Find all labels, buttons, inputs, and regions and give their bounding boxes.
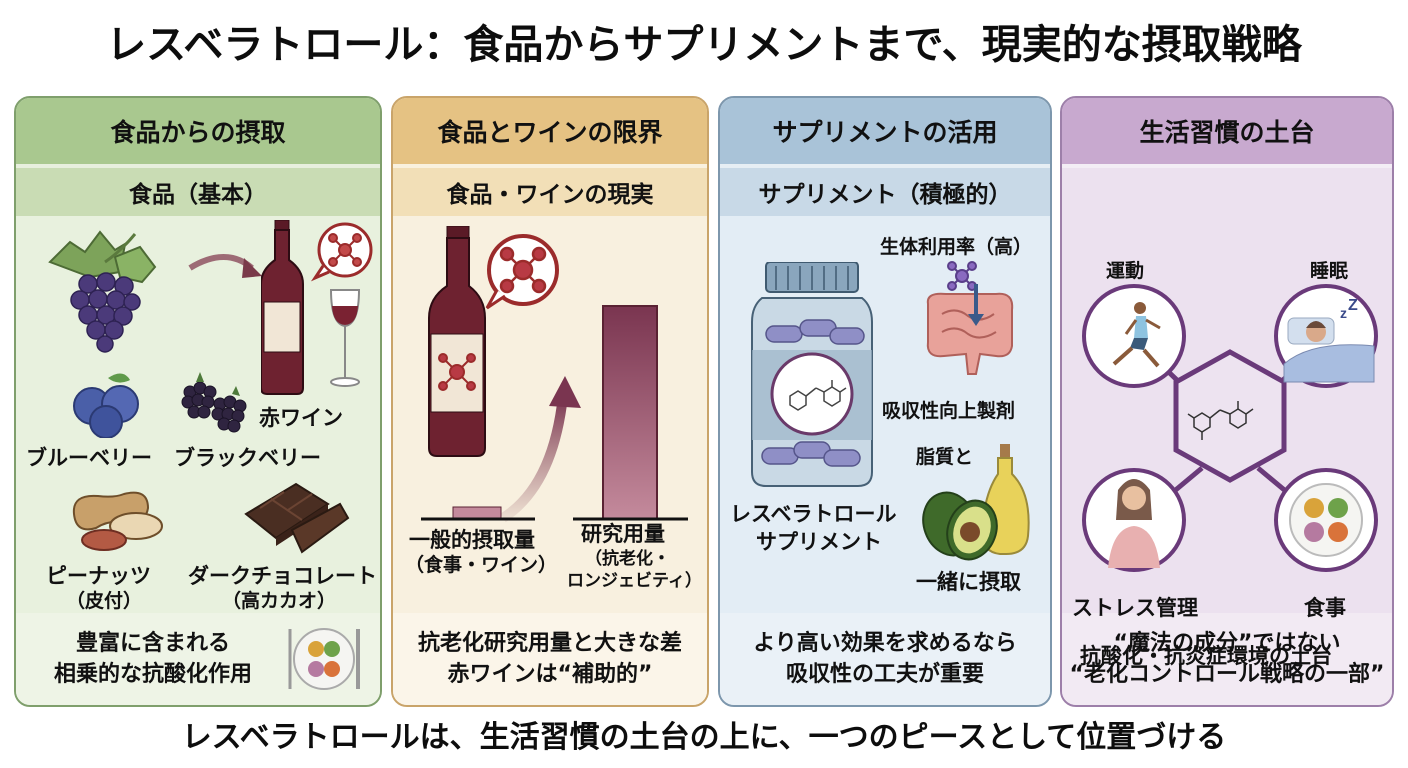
svg-text:z: z xyxy=(1340,305,1347,321)
label-blackberry: ブラックベリー xyxy=(174,446,321,470)
label-with-fat: 脂質と xyxy=(916,446,974,468)
label-stress-management: ストレス管理 xyxy=(1072,596,1198,620)
label-sleep: 睡眠 xyxy=(1310,260,1349,282)
label-general-intake: 一般的摂取量 xyxy=(409,528,535,552)
panel-header: サプリメントの活用 xyxy=(720,98,1050,164)
grapes-icon xyxy=(48,230,157,353)
chocolate-icon xyxy=(244,482,350,554)
panel-subheader: 食品（基本） xyxy=(16,164,380,216)
panel-body: 赤ワイン ブルーベリー ブラックベリー xyxy=(16,216,380,613)
supplement-bottle-icon xyxy=(751,262,873,487)
footer-line-1: 豊富に含まれる xyxy=(75,631,230,656)
label-bioavailability: 生体利用率（高） xyxy=(880,236,1033,258)
footer-line-2: 吸収性の工夫が重要 xyxy=(785,662,984,687)
label-exercise: 運動 xyxy=(1106,260,1145,282)
footer-line-1: 抗老化研究用量と大きな差 xyxy=(417,631,682,656)
panel-body: z Z 運動 睡眠 ストレス管理 食事 抗酸化・抗炎症環境の土台 xyxy=(1062,164,1392,668)
panel-body: 生体利用率（高） xyxy=(720,216,1050,613)
panel-header: 生活習慣の土台 xyxy=(1062,98,1392,164)
bar-chart xyxy=(421,305,688,523)
svg-text:Z: Z xyxy=(1348,297,1358,314)
label-supplement-name-2: サプリメント xyxy=(756,530,882,554)
label-foundation: 抗酸化・抗炎症環境の土台 xyxy=(1080,644,1332,668)
peanut-icon xyxy=(72,491,163,551)
label-absorption-formula: 吸収性向上製剤 xyxy=(882,400,1016,422)
intestine-absorption-icon xyxy=(926,261,1014,375)
hexagon-network: z Z xyxy=(1082,284,1378,572)
panel-lifestyle-foundation: 生活習慣の土台 xyxy=(1060,96,1394,707)
sleeping-person-icon: z Z xyxy=(1283,297,1375,383)
footer-line-1: より高い効果を求めるなら xyxy=(753,631,1017,656)
panel-subheader: 食品・ワインの現実 xyxy=(393,164,707,216)
label-general-intake-note: （食事・ワイン） xyxy=(405,554,558,576)
panel-food-wine-limits: 食品とワインの限界 食品・ワインの現実 xyxy=(391,96,709,707)
label-supplement-name-1: レスベラトロール xyxy=(730,502,897,526)
label-take-together: 一緒に摂取 xyxy=(916,570,1021,594)
panel-subheader: サプリメント（積極的） xyxy=(720,164,1050,216)
panel-supplement-use: サプリメントの活用 サプリメント（積極的） 生体利用率（高） xyxy=(718,96,1052,707)
panel-body: 一般的摂取量 （食事・ワイン） 研究用量 （抗老化・ ロンジェビティ） xyxy=(393,216,707,613)
panel-footer: 抗老化研究用量と大きな差 赤ワインは“補助的” xyxy=(393,613,707,705)
footer-line-2: 赤ワインは“補助的” xyxy=(447,662,653,687)
meal-plate-icon xyxy=(1289,483,1363,557)
label-research-dose: 研究用量 xyxy=(581,522,665,546)
calm-person-icon xyxy=(1108,479,1160,568)
arrow-icon xyxy=(188,254,262,278)
wine-bottle-molecule-icon xyxy=(428,226,559,457)
avocado-oil-icon xyxy=(922,444,1030,561)
footer-line-1: “魔法の成分”ではない xyxy=(1113,631,1341,656)
footer-line-2: “老化コントロール戦略の一部” xyxy=(1069,662,1385,687)
label-dark-chocolate: ダークチョコレート xyxy=(188,564,377,588)
footer-line-2: 相乗的な抗酸化作用 xyxy=(53,662,252,687)
runner-icon xyxy=(1112,302,1161,368)
panel-header: 食品とワインの限界 xyxy=(393,98,707,164)
blueberry-icon xyxy=(73,373,139,438)
label-peanuts: ピーナッツ xyxy=(46,564,151,588)
label-dark-chocolate-note: （高カカオ） xyxy=(222,590,337,612)
label-research-note-1: （抗老化・ xyxy=(585,549,670,569)
panel-footer: 豊富に含まれる 相乗的な抗酸化作用 xyxy=(16,613,380,705)
blackberry-icon xyxy=(181,372,247,433)
panel-food-intake: 食品からの摂取 食品（基本） xyxy=(14,96,382,707)
panel-header: 食品からの摂取 xyxy=(16,98,380,164)
label-red-wine: 赤ワイン xyxy=(259,406,343,430)
bottom-summary: レスベラトロールは、生活習慣の土台の上に、一つのピースとして位置づける xyxy=(181,720,1227,755)
panel-footer: “魔法の成分”ではない “老化コントロール戦略の一部” xyxy=(1062,613,1392,705)
label-diet: 食事 xyxy=(1304,596,1346,620)
label-blueberry: ブルーベリー xyxy=(26,446,152,470)
panel-footer: より高い効果を求めるなら 吸収性の工夫が重要 xyxy=(720,613,1050,705)
page-title: レスベラトロール：食品からサプリメントまで、現実的な摂取戦略 xyxy=(106,22,1302,68)
wine-bottle-icon xyxy=(261,220,373,395)
label-research-note-2: ロンジェビティ） xyxy=(567,571,702,591)
label-peanuts-note: （皮付） xyxy=(66,590,143,612)
plate-icon xyxy=(288,628,360,690)
